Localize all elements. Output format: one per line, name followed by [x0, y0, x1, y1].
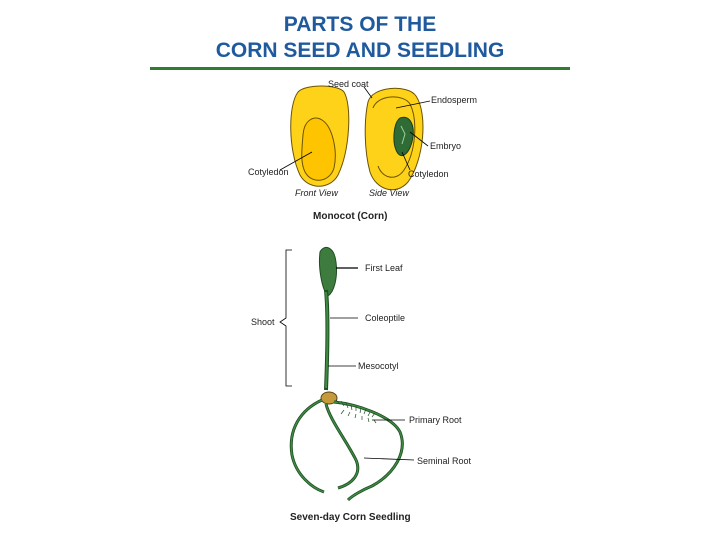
shoot-label: Shoot [251, 317, 275, 327]
embryo-detail [400, 125, 406, 145]
embryo-pointer [409, 131, 429, 147]
coleoptile-label: Coleoptile [365, 313, 405, 323]
root-left-outer [289, 398, 325, 494]
page-title-line2: CORN SEED AND SEEDLING [215, 39, 505, 62]
first-leaf-label: First Leaf [365, 263, 403, 273]
seed-front-view [290, 85, 350, 187]
cotyledon-right-label: Cotyledon [408, 169, 449, 179]
first-leaf [319, 246, 337, 297]
root-left-inner-core [325, 403, 359, 489]
seed-side-endosperm-line [372, 96, 416, 178]
seed-coat-label: Seed coat [328, 79, 369, 89]
primary-root-label: Primary Root [409, 415, 462, 425]
front-view-label: Front View [295, 188, 338, 198]
seedling-seed [320, 391, 338, 405]
seedling-roots [289, 398, 404, 502]
seed-side-view [364, 87, 424, 191]
cotyledon-left-pointer [279, 151, 313, 171]
mesocotyl-label: Mesocotyl [358, 361, 399, 371]
cotyledon-right-pointer [401, 151, 411, 171]
seminal-root-pointer [363, 457, 415, 461]
root-left-outer-inner [290, 399, 325, 493]
side-view-label: Side View [369, 188, 409, 198]
seminal-root-label: Seminal Root [417, 456, 472, 466]
embryo-shape [393, 116, 414, 157]
cotyledon-left-label: Cotyledon [248, 167, 289, 177]
page-title-line1: PARTS OF THE [283, 13, 437, 36]
seed-front-cotyledon [301, 117, 336, 181]
seedling-caption: Seven-day Corn Seedling [290, 512, 411, 523]
coleoptile-stem-inner [325, 291, 329, 389]
seed-coat-pointer [363, 86, 373, 99]
endosperm-label: Endosperm [431, 95, 477, 105]
root-hairs [335, 399, 377, 424]
shoot-bracket [279, 249, 292, 387]
endosperm-pointer [395, 100, 431, 109]
root-right-core [333, 401, 403, 501]
seed-caption: Monocot (Corn) [313, 211, 387, 222]
embryo-label: Embryo [430, 141, 461, 151]
title-divider [150, 67, 570, 70]
